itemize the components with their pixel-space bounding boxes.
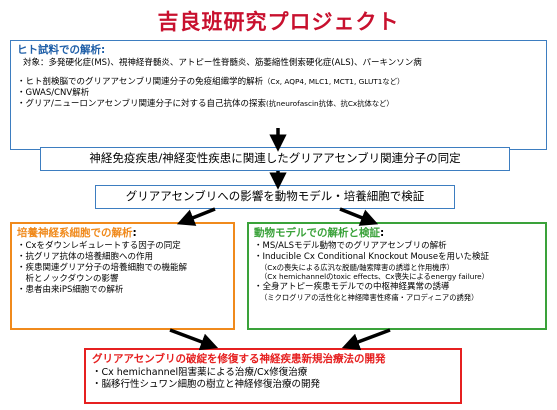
human-sample-item-1-note: （Cx, AQP4, MLC1, MCT1, GLUT1など）	[263, 76, 405, 86]
arrow-animal-to-therapy	[341, 328, 391, 351]
therapy-item-1: ・Cx hemichannel阻害薬による治療/Cx修復治療	[92, 366, 308, 378]
human-sample-heading-colon: :	[101, 44, 106, 56]
page-title: 吉良班研究プロジェクト	[157, 10, 400, 34]
animal-item-2: ・Inducible Cx Conditional Knockout Mouse…	[254, 251, 490, 262]
culture-heading: 培養神経系細胞での解析:	[17, 227, 228, 241]
human-sample-item-2-main: ・GWAS/CNV解析	[17, 87, 90, 98]
culture-item-4: 析とノックダウンの影響	[17, 273, 119, 284]
human-sample-heading-text: ヒト試料での解析	[17, 44, 101, 56]
therapy-box: グリアアセンブリの破綻を修復する神経疾患新規治療法の開発 ・Cx hemicha…	[84, 348, 462, 404]
human-sample-item-3: ・グリア/ニューロンアセンブリ関連分子に対する自己抗体の探索(抗neurofas…	[17, 99, 540, 110]
animal-item-3: ・全身アトピー疾患モデルでの中枢神経異常の誘導	[254, 281, 450, 292]
culture-box: 培養神経系細胞での解析: ・Cxをダウンレギュレートする因子の同定 ・抗グリア抗…	[10, 222, 235, 330]
animal-note-3: （ミクログリアの活性化と神経障害性疼痛・アロディニアの誘発）	[260, 292, 479, 302]
arrow-culture-to-therapy	[169, 328, 219, 351]
animal-heading-text: 動物モデルでの解析と検証	[254, 227, 380, 239]
verify-box: グリアアセンブリへの影響を動物モデル・培養細胞で検証	[95, 185, 455, 209]
human-sample-item-3-note: (抗neurofascin抗体、抗Cx抗体など）	[265, 98, 394, 108]
animal-note-1: （Cxの喪失による広汎な脱髄/軸索障害の誘導と作用機序）	[260, 262, 455, 272]
culture-item-5: ・患者由来iPS細胞での解析	[17, 284, 124, 295]
culture-heading-text: 培養神経系細胞での解析	[17, 227, 133, 239]
human-sample-item-2: ・GWAS/CNV解析	[17, 88, 540, 99]
identify-box: 神経免疫疾患/神経変性疾患に関連したグリアアセンブリ関連分子の同定	[40, 147, 510, 171]
therapy-heading: グリアアセンブリの破綻を修復する神経疾患新規治療法の開発	[92, 353, 386, 365]
human-sample-item-3-main: ・グリア/ニューロンアセンブリ関連分子に対する自己抗体の探索	[17, 98, 266, 109]
culture-item-2: ・抗グリア抗体の培養細胞への作用	[17, 251, 154, 262]
human-sample-heading: ヒト試料での解析:	[17, 44, 540, 58]
animal-box: 動物モデルでの解析と検証: ・MS/ALSモデル動物でのグリアアセンブリの解析 …	[247, 222, 547, 330]
arrow-verify-to-culture	[176, 207, 216, 226]
culture-item-3: ・疾患関連グリア分子の培養細胞での機能解	[17, 262, 188, 273]
animal-note-2: （Cx hemichannelのtoxic effects、Cx喪失によるene…	[260, 272, 489, 282]
animal-heading: 動物モデルでの解析と検証:	[254, 227, 540, 241]
animal-item-1: ・MS/ALSモデル動物でのグリアアセンブリの解析	[254, 240, 447, 251]
human-sample-box: ヒト試料での解析: 対象：多発硬化症(MS)、視神経脊髄炎、アトピー性脊髄炎、筋…	[10, 40, 547, 150]
animal-heading-colon: :	[380, 227, 385, 239]
therapy-item-2: ・脳移行性シュワン細胞の樹立と神経修復治療の開発	[92, 378, 321, 390]
verify-box-text: グリアアセンブリへの影響を動物モデル・培養細胞で検証	[125, 189, 425, 203]
human-sample-item-1-main: ・ヒト剖検脳でのグリアアセンブリ関連分子の免疫組織学的解析	[17, 76, 264, 87]
arrow-verify-to-animal	[339, 207, 379, 226]
culture-item-1: ・Cxをダウンレギュレートする因子の同定	[17, 240, 181, 251]
human-sample-subject: 対象：多発硬化症(MS)、視神経脊髄炎、アトピー性脊髄炎、筋萎縮性側索硬化症(A…	[23, 57, 422, 68]
culture-heading-colon: :	[132, 227, 137, 239]
identify-box-text: 神経免疫疾患/神経変性疾患に関連したグリアアセンブリ関連分子の同定	[89, 151, 461, 165]
human-sample-item-1: ・ヒト剖検脳でのグリアアセンブリ関連分子の免疫組織学的解析（Cx, AQP4, …	[17, 77, 540, 88]
